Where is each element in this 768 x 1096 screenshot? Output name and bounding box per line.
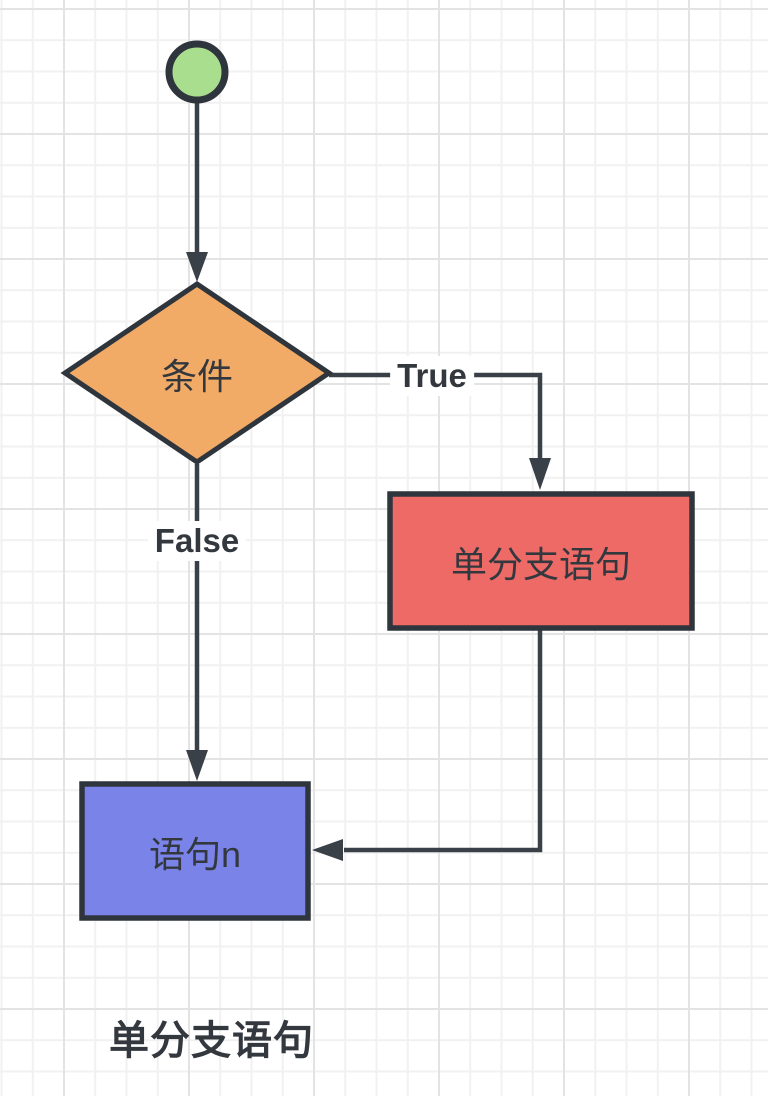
arrowhead-false [186, 750, 208, 781]
statement-node-label: 语句n [148, 834, 242, 875]
condition-node[interactable] [60, 280, 334, 466]
false-edge-label: False [147, 521, 247, 561]
arrowhead-true [529, 458, 551, 490]
edge-branch-to-statement[interactable] [344, 630, 543, 853]
branch-node-label: 单分支语句 [450, 544, 632, 585]
statement-node[interactable] [79, 781, 311, 921]
condition-node-label: 条件 [160, 356, 234, 397]
arrowhead-branch-to-statement [312, 839, 343, 861]
true-edge-label: True [390, 356, 474, 396]
start-node[interactable] [165, 40, 229, 104]
branch-node[interactable] [387, 491, 695, 631]
arrowhead-start-to-condition [186, 252, 208, 282]
diagram-title: 单分支语句 [109, 1019, 314, 1063]
